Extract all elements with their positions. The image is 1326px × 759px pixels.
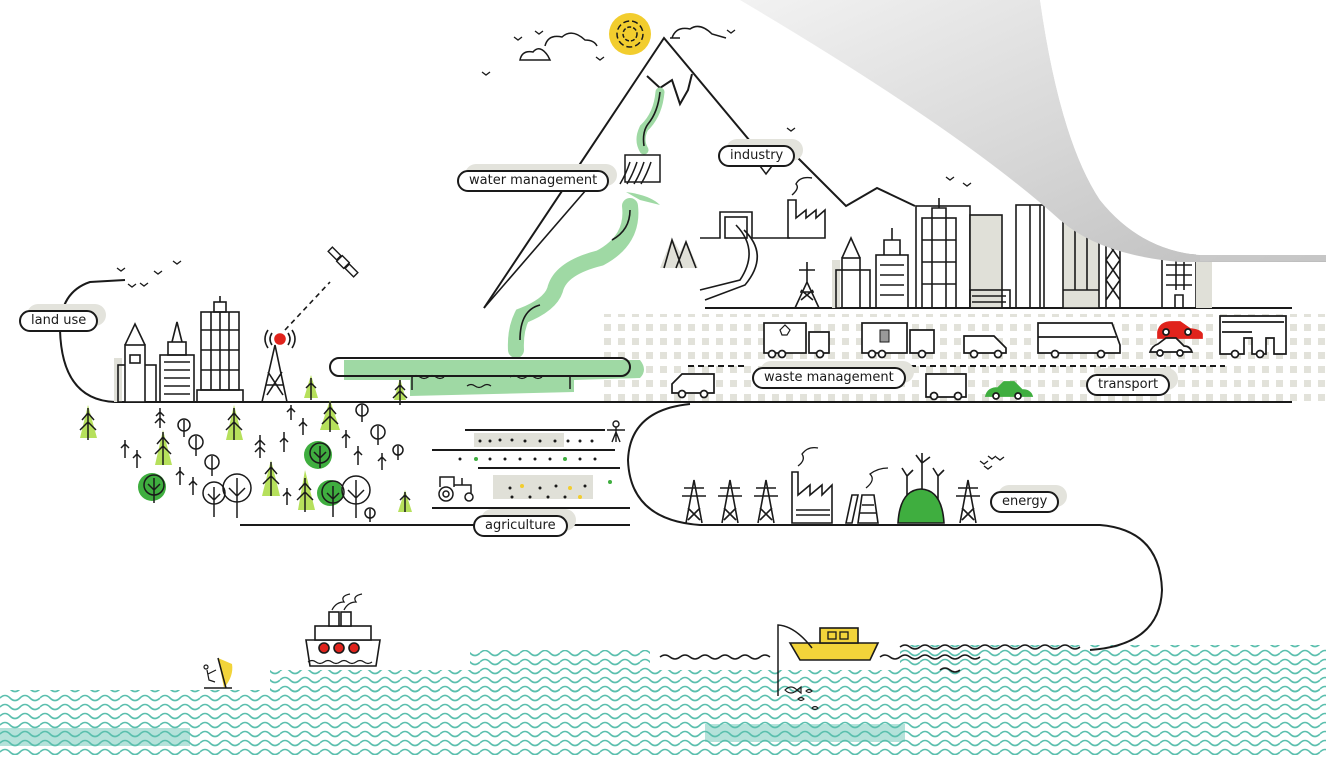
dam-icon <box>619 154 661 185</box>
railway-icon <box>699 224 758 301</box>
city-skyline-land-use <box>114 296 244 403</box>
van-icon-3 <box>925 373 967 401</box>
fishing-boat-icon <box>659 624 1081 696</box>
label-land-use[interactable]: land use <box>19 310 99 332</box>
page-curl <box>740 0 1326 262</box>
sun-icon <box>609 13 651 55</box>
vehicles <box>671 315 1287 401</box>
cruise-ship-icon <box>305 593 381 667</box>
tram-icon <box>1219 315 1287 359</box>
industry-label-pointer <box>759 165 773 176</box>
cloud-icon <box>519 25 727 61</box>
industry-area <box>660 176 826 301</box>
cooling-tower-icon <box>845 467 889 524</box>
label-energy[interactable]: energy <box>990 491 1060 513</box>
factory-icon <box>791 446 833 524</box>
sea <box>0 645 1326 755</box>
label-water-management[interactable]: water management <box>457 170 610 192</box>
crop-field-icon <box>432 429 630 509</box>
label-agriculture[interactable]: agriculture <box>473 515 568 537</box>
forest <box>79 375 412 522</box>
satellite-icon <box>327 246 359 278</box>
satellite-link <box>284 281 331 331</box>
energy-area <box>682 446 980 524</box>
river-icon <box>507 87 665 358</box>
water-label-leader <box>483 189 587 309</box>
car-icon-white <box>1148 337 1194 357</box>
biogas-dome-icon <box>897 488 945 524</box>
bird-icon <box>116 29 1005 470</box>
bus-icon <box>1037 322 1121 359</box>
car-icon-green <box>984 381 1034 400</box>
radio-tower-icon <box>261 329 296 403</box>
recycling-truck-icon <box>763 322 830 359</box>
label-transport[interactable]: transport <box>1086 374 1171 396</box>
garbage-truck-icon <box>861 322 935 359</box>
scarecrow-icon <box>607 420 625 443</box>
lake <box>329 357 644 396</box>
power-pylon-icon <box>682 479 980 524</box>
van-icon <box>963 335 1007 359</box>
label-waste-management[interactable]: waste management <box>752 367 906 389</box>
van-icon-2 <box>671 373 715 399</box>
fish-icon <box>784 685 819 711</box>
car-icon-red <box>1157 321 1203 339</box>
tractor-icon <box>438 476 474 502</box>
windsurfer-icon <box>203 657 233 689</box>
label-industry[interactable]: industry <box>718 145 796 167</box>
